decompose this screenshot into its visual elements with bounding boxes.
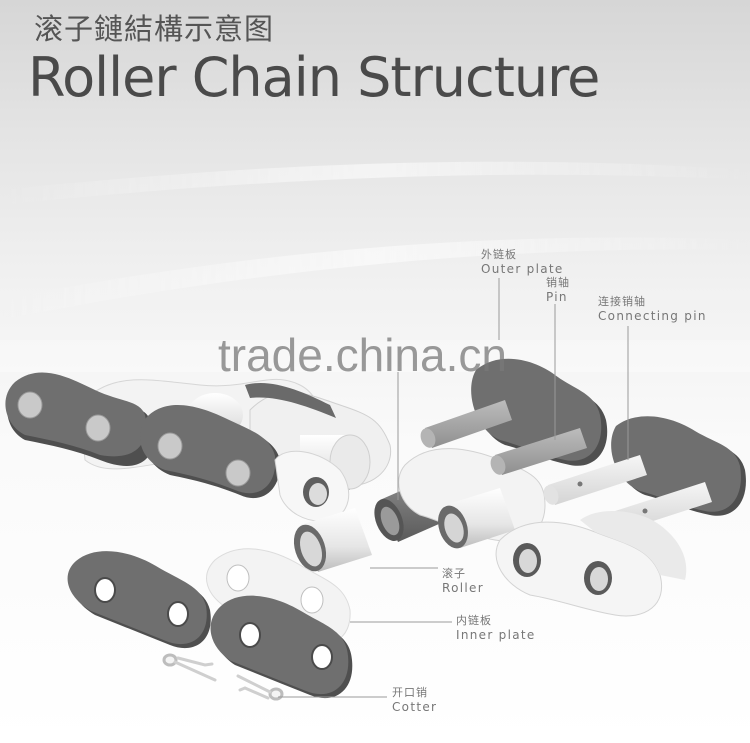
outer-plate-assembled-1 xyxy=(5,372,156,466)
inner-plate-dark-front xyxy=(210,595,353,699)
label-connecting-pin: 连接销轴 Connecting pin xyxy=(598,295,707,323)
label-outer-plate-cn: 外链板 xyxy=(481,248,517,261)
label-cotter-en: Cotter xyxy=(392,700,438,714)
label-pin: 销轴 Pin xyxy=(546,276,570,304)
background-swoosh xyxy=(0,161,750,372)
assembled-chain xyxy=(5,372,392,522)
inner-plate-dark-left xyxy=(67,551,211,649)
label-connecting-pin-cn: 连接销轴 xyxy=(598,295,646,308)
inner-link-front xyxy=(495,510,687,617)
label-outer-plate-en: Outer plate xyxy=(481,262,564,276)
roller-part xyxy=(293,508,372,572)
title-english: Roller Chain Structure xyxy=(28,46,600,109)
label-outer-plate: 外链板 Outer plate xyxy=(481,248,564,276)
label-pin-en: Pin xyxy=(546,290,568,304)
outer-plate-assembled-2 xyxy=(140,404,281,499)
title-chinese: 滚子鏈結構示意图 xyxy=(34,12,275,46)
label-roller-en: Roller xyxy=(442,581,484,595)
label-connecting-pin-en: Connecting pin xyxy=(598,309,707,323)
label-roller: 滚子 Roller xyxy=(442,567,484,595)
label-roller-cn: 滚子 xyxy=(442,567,466,580)
label-pin-cn: 销轴 xyxy=(546,276,570,289)
outer-plate-with-pins xyxy=(420,358,608,475)
cotter-pin-1 xyxy=(162,653,217,682)
label-cotter: 开口销 Cotter xyxy=(392,686,437,714)
label-inner-plate: 内链板 Inner plate xyxy=(456,614,536,642)
connecting-link xyxy=(543,416,746,532)
label-cotter-cn: 开口销 xyxy=(392,686,428,699)
label-inner-plate-en: Inner plate xyxy=(456,628,536,642)
leader-lines xyxy=(278,278,629,698)
watermark: trade.china.cn xyxy=(218,329,507,381)
label-inner-plate-cn: 内链板 xyxy=(456,614,492,627)
